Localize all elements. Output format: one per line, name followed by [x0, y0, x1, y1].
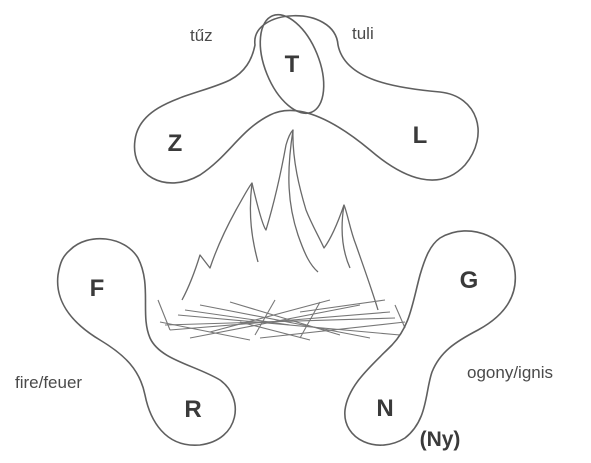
letter-l: L — [413, 122, 428, 149]
right-group-outline — [344, 230, 517, 446]
top-group: tűz tuli T Z L — [133, 13, 479, 184]
letter-g: G — [460, 267, 479, 294]
stick — [199, 304, 371, 339]
word-ogony-ignis: ogony/ignis — [467, 363, 553, 382]
flame-inner-right — [341, 204, 351, 269]
stick — [394, 304, 406, 329]
label-ny: (Ny) — [420, 428, 461, 451]
letter-t: T — [285, 51, 300, 78]
t-ring — [259, 13, 325, 115]
left-group: F R fire/feuer — [15, 237, 236, 446]
word-tuz: tűz — [190, 26, 213, 45]
letter-n: N — [376, 395, 393, 422]
stick — [254, 299, 276, 336]
campfire-drawing — [157, 129, 406, 341]
word-tuli: tuli — [352, 24, 374, 43]
stick — [259, 321, 406, 339]
stick — [299, 299, 386, 313]
flame-inner-mid — [288, 129, 319, 273]
flame-outline — [181, 129, 379, 311]
top-group-outline — [133, 15, 479, 184]
letter-r: R — [184, 396, 201, 423]
stick — [209, 299, 331, 333]
stick — [157, 299, 171, 331]
stick — [239, 321, 311, 341]
word-fire-feuer: fire/feuer — [15, 373, 82, 392]
right-group: G N ogony/ignis (Ny) — [344, 230, 553, 451]
flame-inner-left — [249, 182, 259, 263]
stick — [184, 309, 291, 326]
left-group-outline — [56, 237, 236, 446]
letter-f: F — [90, 275, 105, 302]
letter-z: Z — [168, 130, 183, 157]
stick — [159, 321, 251, 341]
stick — [229, 301, 341, 336]
stick — [189, 304, 361, 339]
stick — [299, 301, 321, 339]
